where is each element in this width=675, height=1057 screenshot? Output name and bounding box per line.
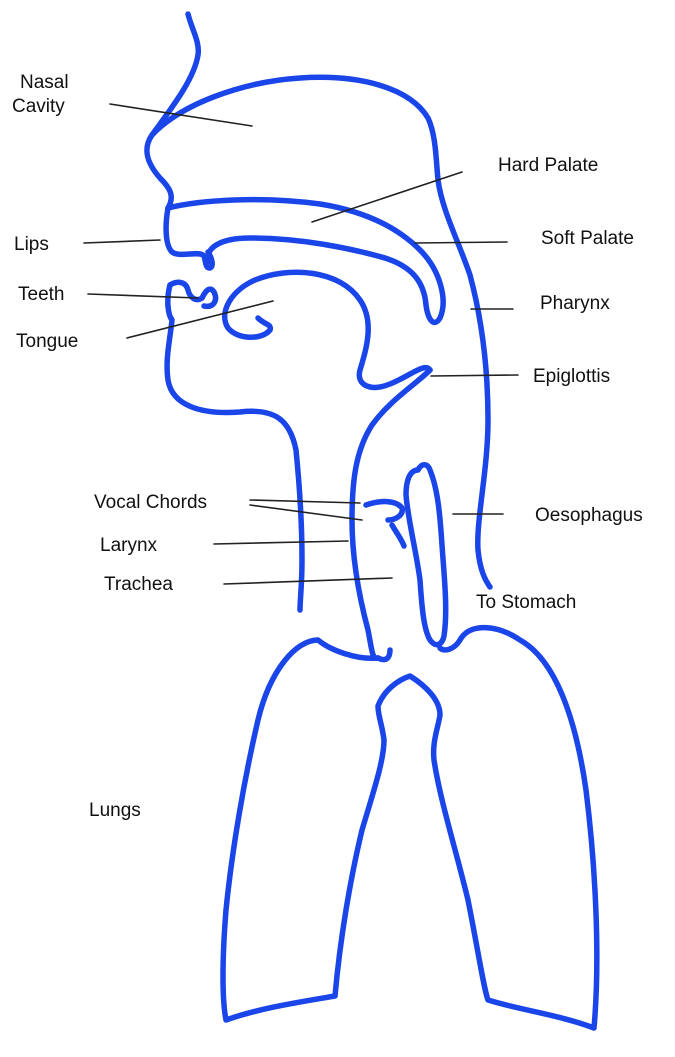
trachea-label: Trachea xyxy=(104,574,173,595)
epiglottis-leader xyxy=(431,375,518,376)
vocal-chords-leader-lower xyxy=(250,505,362,520)
oesophagus-label: Oesophagus xyxy=(535,505,643,526)
lungs-label: Lungs xyxy=(89,800,141,821)
lower-lip-outline xyxy=(170,282,216,306)
nasal-cavity-label-line2: Cavity xyxy=(12,96,65,117)
oesophagus-outline xyxy=(406,465,446,645)
trachea-leader xyxy=(224,578,392,584)
trachea-bottom-outline xyxy=(378,650,390,660)
pharynx-label: Pharynx xyxy=(540,293,610,314)
to-stomach-label: To Stomach xyxy=(476,592,576,613)
soft-palate-leader xyxy=(415,242,507,243)
lips-leader xyxy=(84,240,160,243)
nasal-cavity-label-line1: Nasal xyxy=(20,72,69,93)
vocal-chord-lower-outline xyxy=(392,525,404,546)
hard-palate-label: Hard Palate xyxy=(498,155,598,176)
teeth-leader xyxy=(88,294,198,298)
larynx-label: Larynx xyxy=(100,535,158,556)
nasal-cavity-leader xyxy=(110,104,252,126)
trachea-front-outline xyxy=(352,370,430,658)
tongue-leader xyxy=(127,301,273,338)
vocal-chords-label: Vocal Chords xyxy=(94,492,207,513)
epiglottis-label: Epiglottis xyxy=(533,366,610,387)
lips-label: Lips xyxy=(14,234,49,255)
upper-lip-outline xyxy=(166,208,212,268)
teeth-label: Teeth xyxy=(18,284,64,305)
soft-palate-label: Soft Palate xyxy=(541,228,634,249)
larynx-leader xyxy=(214,541,348,544)
tongue-label: Tongue xyxy=(16,331,78,352)
vocal-chords-leader-upper xyxy=(250,500,360,503)
tongue-outline xyxy=(225,272,430,387)
vocal-chord-outline xyxy=(366,502,402,520)
lungs-outline xyxy=(223,628,597,1028)
